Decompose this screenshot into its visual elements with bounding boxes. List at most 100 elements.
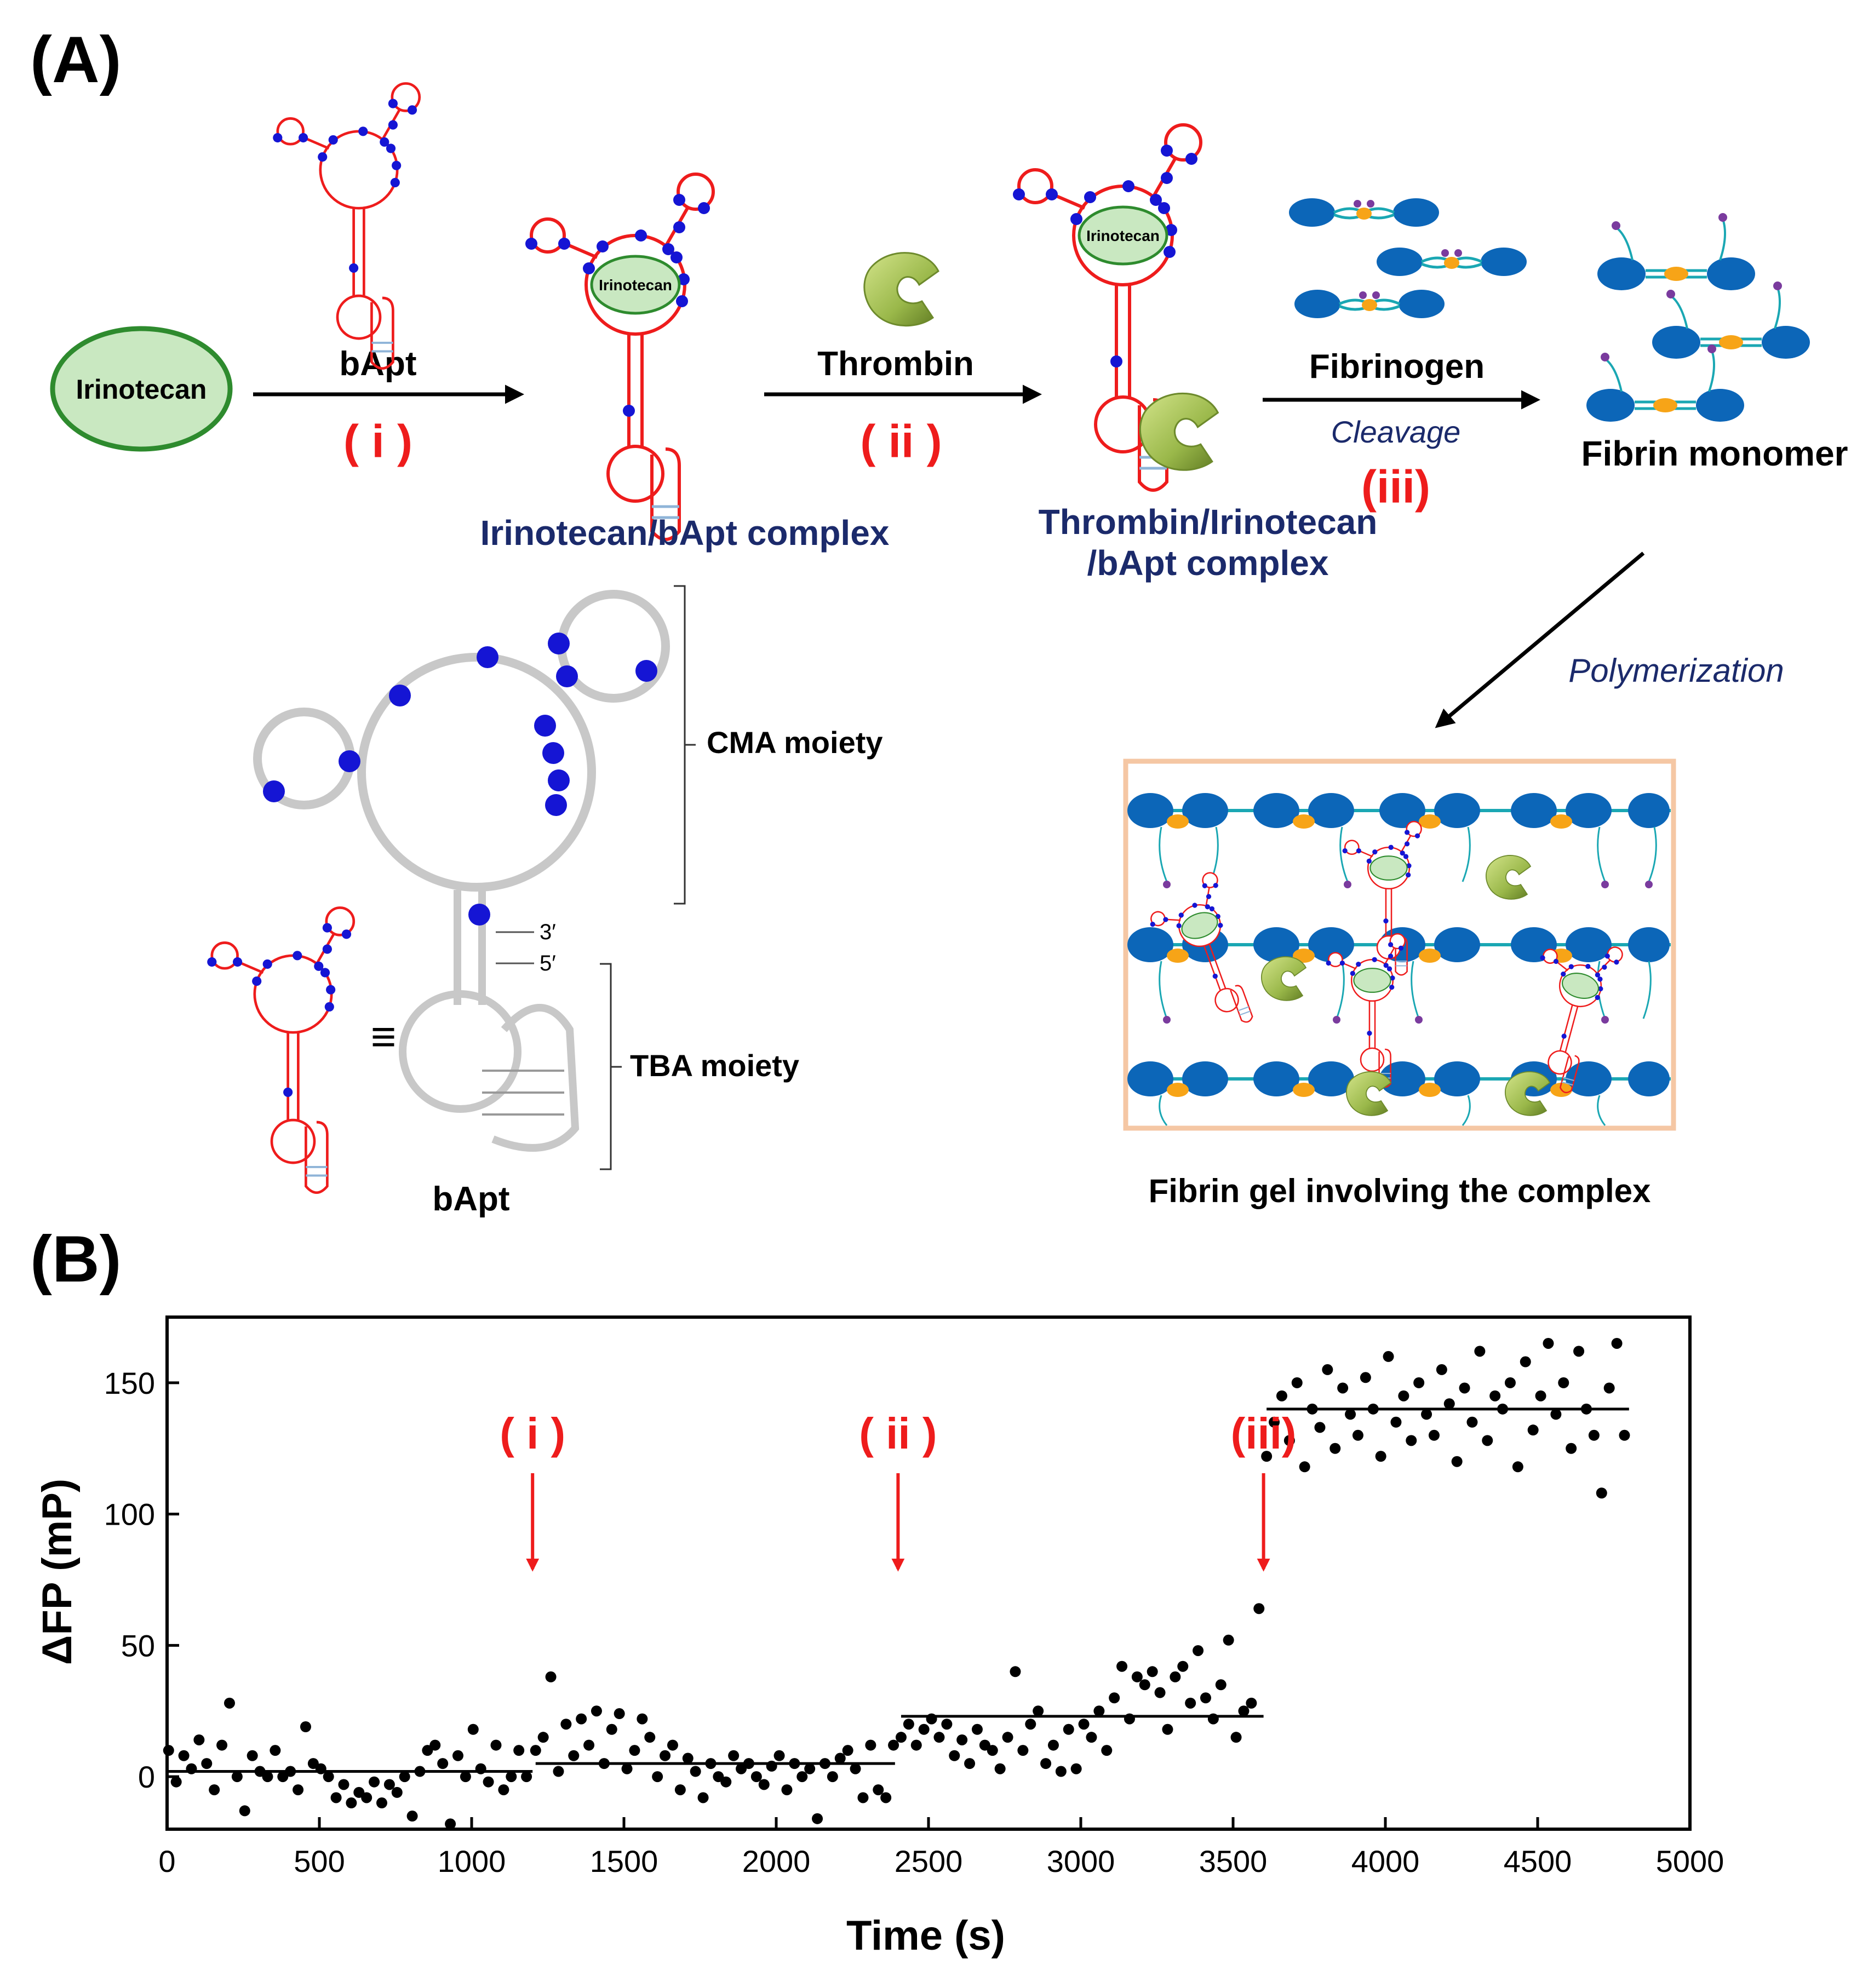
fibrin-monomers bbox=[1586, 213, 1810, 422]
data-points bbox=[163, 1337, 1630, 1830]
complex1-label: Irinotecan/bApt complex bbox=[480, 513, 890, 553]
data-point bbox=[834, 1753, 846, 1764]
step-markers: ( i )( ii )(iii) bbox=[500, 1409, 1297, 1572]
data-point bbox=[1543, 1337, 1554, 1349]
data-point bbox=[621, 1763, 633, 1774]
cma-moiety-label: CMA moiety bbox=[707, 725, 883, 760]
five-prime-label: 5′ bbox=[540, 951, 556, 975]
x-tick-label: 3500 bbox=[1199, 1844, 1268, 1878]
tba-moiety-label: TBA moiety bbox=[630, 1048, 799, 1083]
data-point bbox=[1459, 1382, 1470, 1394]
data-point bbox=[1466, 1416, 1478, 1428]
data-point bbox=[1139, 1679, 1150, 1691]
data-point bbox=[1406, 1435, 1417, 1446]
data-point bbox=[987, 1745, 998, 1756]
complex2-label-line1: Thrombin/Irinotecan bbox=[1039, 502, 1378, 542]
panel-b-label: (B) bbox=[30, 1222, 122, 1296]
data-point bbox=[1611, 1337, 1623, 1349]
data-point bbox=[750, 1771, 762, 1783]
data-point bbox=[598, 1758, 610, 1769]
data-point bbox=[690, 1766, 701, 1777]
data-point bbox=[1383, 1351, 1394, 1362]
data-point bbox=[1443, 1398, 1455, 1410]
data-point bbox=[1421, 1409, 1432, 1420]
data-point bbox=[964, 1758, 976, 1769]
data-point bbox=[483, 1776, 494, 1788]
data-point bbox=[1428, 1429, 1440, 1441]
data-point bbox=[1010, 1666, 1021, 1677]
data-point bbox=[247, 1750, 258, 1761]
data-point bbox=[1375, 1451, 1386, 1462]
data-point bbox=[697, 1792, 709, 1803]
data-point bbox=[231, 1771, 243, 1783]
x-tick-label: 2000 bbox=[742, 1844, 811, 1878]
data-point bbox=[1162, 1723, 1173, 1735]
data-point bbox=[773, 1750, 785, 1761]
data-point bbox=[903, 1719, 914, 1730]
data-point bbox=[330, 1792, 342, 1803]
data-point bbox=[1154, 1687, 1166, 1698]
data-point bbox=[713, 1771, 724, 1783]
data-point bbox=[949, 1750, 960, 1761]
data-point bbox=[667, 1739, 678, 1751]
data-point bbox=[193, 1734, 205, 1745]
y-axis-label: ΔFP (mP) bbox=[34, 1479, 81, 1665]
data-point bbox=[743, 1758, 754, 1769]
data-point bbox=[1451, 1456, 1463, 1467]
data-point bbox=[376, 1797, 387, 1809]
data-point bbox=[674, 1784, 686, 1796]
data-point bbox=[1283, 1435, 1295, 1446]
data-point bbox=[1116, 1661, 1128, 1672]
data-point bbox=[1550, 1409, 1562, 1420]
equivalence-symbol: ≡ bbox=[371, 1012, 397, 1061]
data-point bbox=[1337, 1382, 1349, 1394]
data-point bbox=[1619, 1429, 1630, 1441]
data-point bbox=[1580, 1403, 1592, 1415]
data-point bbox=[1306, 1403, 1318, 1415]
data-point bbox=[591, 1705, 602, 1717]
data-point bbox=[1086, 1732, 1097, 1743]
data-point bbox=[545, 1671, 557, 1682]
irinotecan-bapt-complex: Irinotecan bbox=[525, 174, 713, 539]
x-tick-label: 3000 bbox=[1047, 1844, 1115, 1878]
irinotecan-ellipse: Irinotecan bbox=[50, 326, 233, 452]
data-point bbox=[576, 1713, 587, 1725]
data-point bbox=[933, 1732, 945, 1743]
data-point bbox=[300, 1721, 311, 1732]
data-point bbox=[1017, 1745, 1029, 1756]
data-point bbox=[1246, 1697, 1257, 1709]
data-point bbox=[568, 1750, 580, 1761]
data-point bbox=[498, 1784, 509, 1796]
data-point bbox=[445, 1818, 456, 1830]
data-point bbox=[178, 1750, 190, 1761]
data-point bbox=[170, 1776, 182, 1788]
data-point bbox=[209, 1784, 220, 1796]
data-point bbox=[1497, 1403, 1509, 1415]
data-point bbox=[1299, 1461, 1310, 1473]
data-point bbox=[1078, 1719, 1090, 1730]
data-point bbox=[429, 1739, 441, 1751]
data-point bbox=[530, 1745, 541, 1756]
data-point bbox=[705, 1758, 717, 1769]
thrombin-label: Thrombin bbox=[817, 345, 974, 383]
data-point bbox=[1413, 1377, 1425, 1388]
data-point bbox=[857, 1792, 869, 1803]
plot-frame bbox=[165, 1315, 1692, 1831]
arrow-polymerization bbox=[1435, 551, 1645, 728]
data-point bbox=[1230, 1732, 1242, 1743]
data-point bbox=[1193, 1645, 1204, 1656]
cleavage-label: Cleavage bbox=[1331, 415, 1461, 449]
data-point bbox=[1276, 1390, 1287, 1401]
data-point bbox=[1093, 1705, 1105, 1717]
data-point bbox=[1033, 1705, 1044, 1717]
data-point bbox=[895, 1732, 907, 1743]
data-point bbox=[338, 1779, 349, 1790]
x-tick-label: 4000 bbox=[1351, 1844, 1420, 1878]
data-point bbox=[437, 1758, 449, 1769]
data-point bbox=[926, 1713, 937, 1725]
data-point bbox=[513, 1745, 525, 1756]
fibrin-monomer-label: Fibrin monomer bbox=[1581, 434, 1848, 473]
data-point bbox=[1002, 1732, 1013, 1743]
data-point bbox=[1489, 1390, 1501, 1401]
fit-lines bbox=[167, 1407, 1629, 1773]
